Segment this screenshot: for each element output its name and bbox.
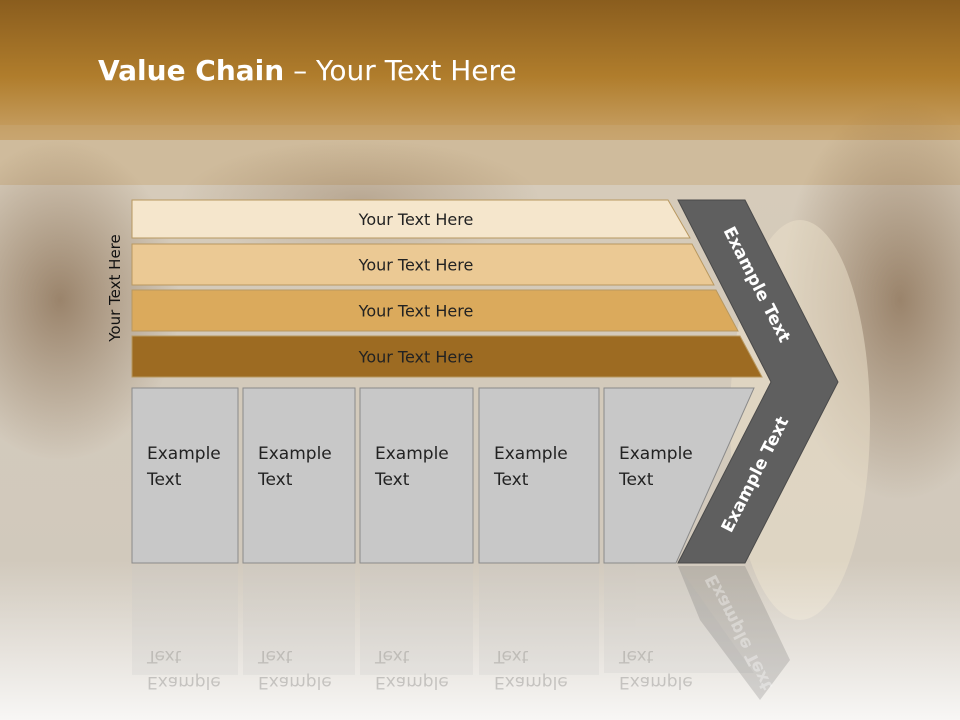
column-text-line2-5: Text [618,470,654,490]
column-text-line2-4: Text [493,470,529,490]
column-reflection-line2-3: Text [374,646,410,666]
chevron-reflection [678,566,790,700]
row-band-2 [131,243,715,286]
column-reflection-line2-2: Text [257,646,293,666]
title-bold: Value Chain [98,54,285,87]
chevron-arrow [677,199,839,564]
column-box-2 [242,387,356,564]
column-reflection-3 [360,565,473,675]
column-text-line2-2: Text [257,470,293,490]
column-text-line1-5: Example [619,444,693,464]
column-reflection-4 [479,565,599,675]
diagram-reflection: ExampleTextExampleTextExampleTextExample… [132,563,754,692]
row-band-1 [131,199,691,239]
row-label-1: Your Text Here [358,210,474,229]
column-reflection-line1-2: Example [258,672,332,692]
column-text-reflection-4: Example Text [493,646,568,692]
column-reflection-line2-5: Text [618,646,654,666]
row-band-4 [131,335,763,378]
column-reflection-5 [604,563,754,673]
column-reflection-line2-1: Text [146,646,182,666]
slide-title: Value Chain – Your Text Here [98,54,517,87]
column-text-reflection-2: Example Text [257,646,332,692]
column-text-line1-1: Example [147,444,221,464]
column-text-line1-3: Example [375,444,449,464]
column-reflection-line1-4: Example [494,672,568,692]
column-box-5 [603,387,755,564]
row-label-4: Your Text Here [358,348,474,367]
column-text-line1-4: Example [494,444,568,464]
column-text-reflection-3: Example Text [374,646,449,692]
column-text-reflection-1: Example Text [146,646,221,692]
column-reflection-line1-5: Example [619,672,693,692]
title-rest: – Your Text Here [284,54,517,87]
column-reflection-2 [243,565,355,675]
column-text-line1-2: Example [258,444,332,464]
column-text-line2-3: Text [374,470,410,490]
column-text-line2-1: Text [146,470,182,490]
column-text-reflection-5: Example Text [618,646,693,692]
column-box-1 [131,387,239,564]
row-label-2: Your Text Here [358,256,474,275]
column-reflection-line1-1: Example [147,672,221,692]
column-box-4 [478,387,600,564]
row-band-3 [131,289,739,332]
column-box-3 [359,387,474,564]
column-reflection-line2-4: Text [493,646,529,666]
column-reflection-line1-3: Example [375,672,449,692]
row-label-3: Your Text Here [358,302,474,321]
column-reflection-1 [132,565,238,675]
